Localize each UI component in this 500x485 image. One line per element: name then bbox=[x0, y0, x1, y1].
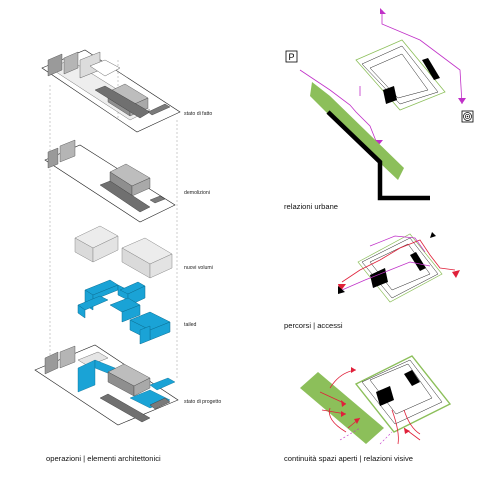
caption-continuita-spazi-aperti: continuità spazi aperti | relazioni visi… bbox=[284, 454, 414, 463]
layer-stato-di-progetto bbox=[34, 344, 179, 426]
caption-percorsi-accessi: percorsi | accessi bbox=[284, 321, 343, 330]
layer-nuovi-volumi bbox=[74, 225, 173, 279]
layer-label-demolizioni: demolizioni bbox=[184, 190, 210, 196]
layer-label-tailed: tailed bbox=[184, 322, 197, 328]
diagram-relazioni-urbane: P bbox=[285, 8, 474, 201]
layer-label-stato-di-progetto: stato di progetto bbox=[184, 399, 222, 405]
diagram-continuita-spazi-aperti bbox=[300, 355, 452, 445]
layer-stato-di-fatto bbox=[41, 49, 181, 133]
layer-label-nuovi-volumi: nuovi volumi bbox=[184, 265, 213, 271]
layer-label-stato-di-fatto: stato di fatto bbox=[184, 111, 213, 117]
caption-left: operazioni | elementi architettonici bbox=[46, 454, 161, 463]
diagram-percorsi-accessi bbox=[338, 232, 460, 303]
layer-demolizioni bbox=[44, 139, 176, 223]
target-icon bbox=[461, 110, 474, 123]
layer-tailed bbox=[77, 279, 171, 345]
parking-icon: P bbox=[288, 52, 294, 62]
caption-relazioni-urbane: relazioni urbane bbox=[284, 202, 339, 211]
